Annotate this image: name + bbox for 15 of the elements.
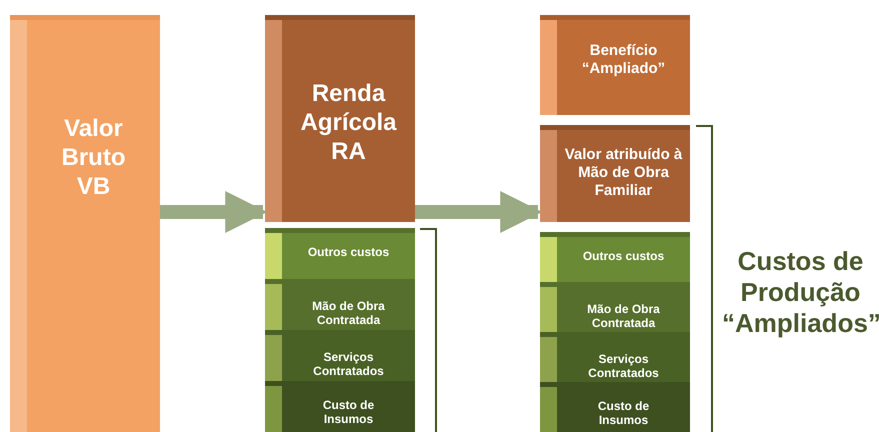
- cost-block: Custo de Insumos: [540, 382, 690, 432]
- value-block: Valor atribuído à Mão de Obra Familiar: [540, 125, 690, 222]
- cost-block: Outros custos: [540, 232, 690, 282]
- arrow: [415, 191, 542, 233]
- cost-block: Outros custos: [265, 228, 415, 279]
- cost-block: Mão de Obra Contratada: [540, 282, 690, 332]
- cost-block: Serviços Contratados: [540, 332, 690, 382]
- cost-block: Custo de Insumos: [265, 381, 415, 432]
- cost-block: Serviços Contratados: [265, 330, 415, 381]
- income-block: Renda Agrícola RA: [265, 15, 415, 222]
- bracket-label: Custos de Produção “Ampliados”: [722, 246, 879, 340]
- cost-block: Mão de Obra Contratada: [265, 279, 415, 330]
- benefit-block: Benefício “Ampliado”: [540, 15, 690, 115]
- arrow: [160, 191, 268, 233]
- value-block: Valor Bruto VB: [10, 15, 160, 432]
